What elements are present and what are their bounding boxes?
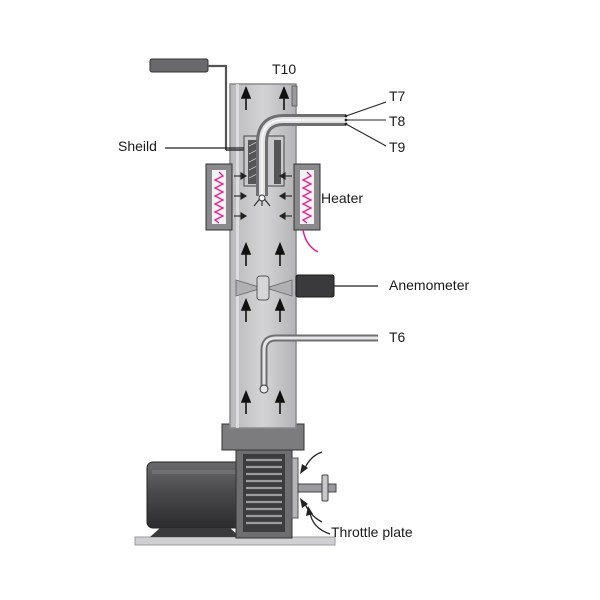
base-plate bbox=[134, 536, 336, 546]
anemometer-probe bbox=[295, 274, 335, 298]
flow-arrow-icon bbox=[306, 506, 313, 516]
lead-wires bbox=[345, 101, 387, 147]
flow-arrow-icon bbox=[240, 85, 290, 110]
label-t9: T9 bbox=[389, 139, 406, 155]
fan-icon bbox=[235, 275, 293, 301]
flow-arrow-icon bbox=[234, 172, 292, 220]
flow-arrow-icon bbox=[240, 389, 286, 414]
lead-dots bbox=[344, 114, 348, 126]
thermocouple-tip bbox=[259, 384, 269, 394]
label-t8: T8 bbox=[389, 113, 406, 129]
throttle-valve bbox=[291, 457, 337, 519]
flow-arrow-icon bbox=[240, 241, 286, 266]
label-heater: Heater bbox=[321, 190, 364, 206]
label-shield: Sheild bbox=[118, 138, 157, 154]
flow-arrow-icon bbox=[300, 498, 308, 508]
flow-arrow-icon bbox=[300, 464, 308, 474]
label-t6: T6 bbox=[389, 329, 406, 345]
shield-handle bbox=[149, 58, 244, 151]
blower-housing bbox=[235, 447, 293, 539]
label-anemometer: Anemometer bbox=[389, 277, 470, 293]
label-t7: T7 bbox=[389, 88, 406, 104]
flow-arrow-icon bbox=[240, 297, 286, 322]
flow-arrow-icon bbox=[303, 501, 323, 523]
heater-coil-icon bbox=[293, 163, 321, 231]
heater-lead-wire bbox=[302, 229, 319, 253]
label-throttle-plate: Throttle plate bbox=[331, 524, 413, 540]
heater-coil-icon bbox=[205, 163, 233, 231]
motor-icon bbox=[146, 461, 244, 537]
thermocouple-tip bbox=[253, 194, 271, 207]
label-t10: T10 bbox=[272, 61, 297, 77]
